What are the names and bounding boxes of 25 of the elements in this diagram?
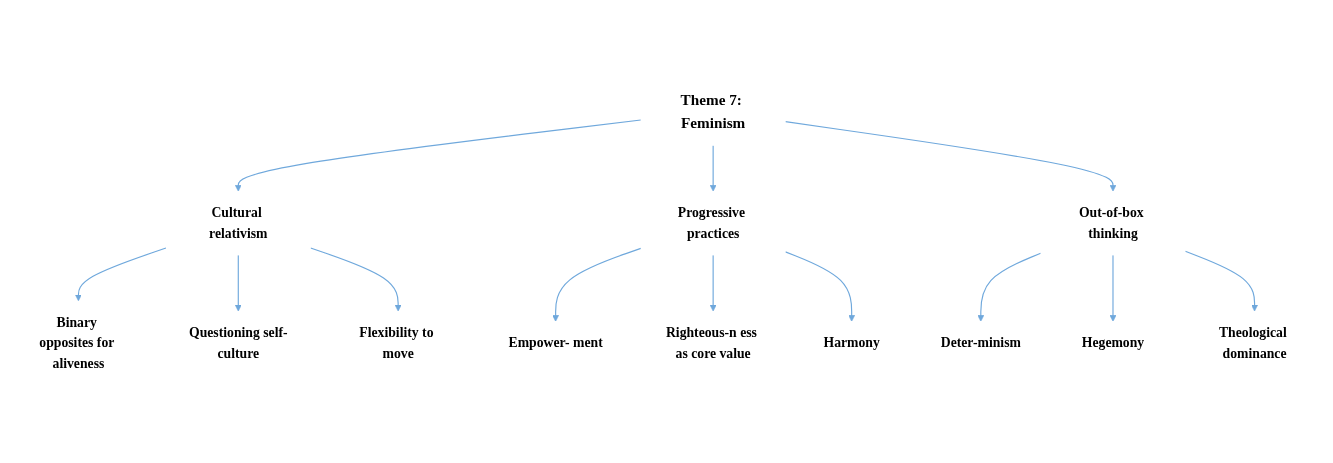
node-text: Binary opposites for aliveness — [39, 314, 115, 372]
arrow — [310, 247, 402, 312]
node-text: Righteous-n ess as core value — [665, 325, 757, 361]
node-text: Progressive practices — [677, 205, 746, 242]
arrow — [234, 254, 242, 312]
arrow — [709, 145, 717, 192]
node-text: Cultural relativism — [209, 205, 268, 242]
node-text: Flexibility to move — [359, 325, 434, 361]
node-text: Theme 7: Feminism — [680, 91, 746, 132]
arrow — [75, 247, 167, 302]
arrow — [552, 248, 642, 322]
arrow — [977, 252, 1042, 322]
arrow — [1184, 250, 1258, 312]
node-text: Deter-minism — [940, 335, 1021, 351]
node-text: Harmony — [823, 335, 880, 351]
node-text: Empower- ment — [508, 335, 603, 351]
node-text: Out-of-box thinking — [1078, 205, 1144, 242]
node-text: Hegemony — [1081, 335, 1145, 351]
arrow — [784, 121, 1117, 192]
node-text: Questioning self-culture — [188, 325, 288, 361]
arrow — [709, 254, 717, 312]
node-text: Theological dominance — [1218, 325, 1287, 361]
arrow — [784, 251, 856, 322]
arrow — [234, 119, 642, 192]
arrow — [1109, 254, 1117, 322]
